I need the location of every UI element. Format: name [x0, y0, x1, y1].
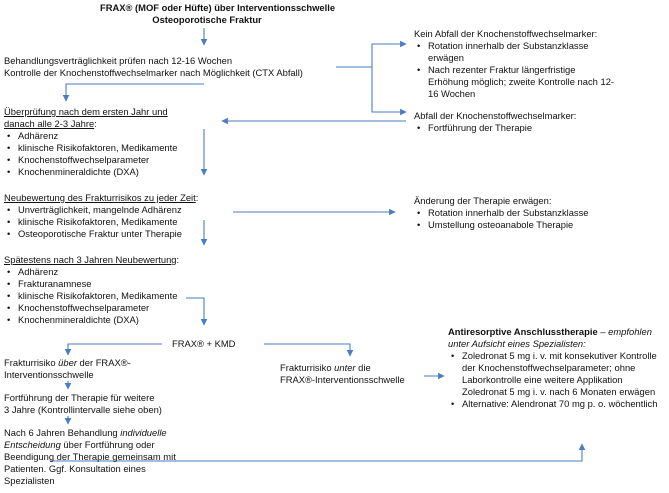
no-drop-title: Kein Abfall der Knochenstoffwechselmarke…	[414, 28, 598, 39]
below-emphasis: unter	[334, 362, 356, 373]
arrow-six-years-to-antiresorptive	[50, 443, 586, 462]
six-years-line4: Patienten. Ggf. Konsultation eines	[4, 463, 146, 474]
change-title: Änderung der Therapie erwägen:	[414, 195, 552, 206]
reassess-item: Unverträglichkeit, mangelnde Adhärenz	[4, 204, 198, 216]
review-title-line1: Überprüfung nach dem ersten Jahr und	[4, 106, 168, 117]
antiresorptive-item: Zoledronat 5 mg i. v. mit konsekutiver K…	[448, 350, 657, 398]
above-line2: Interventionsschwelle	[4, 369, 94, 380]
treatment-check-node: Behandlungsverträglichkeit prüfen nach 1…	[4, 55, 303, 79]
arrow-treatment-to-nodrop	[336, 40, 407, 68]
continue-line2: 3 Jahre (Kontrollintervalle siehe oben)	[4, 404, 162, 415]
change-item: Rotation innerhalb der Substanzklasse	[414, 207, 589, 219]
reassess-title-colon: :	[195, 192, 199, 203]
six-years-text: Nach 6 Jahren Behandlung	[4, 427, 121, 438]
frax-kmd-node: FRAX® + KMD	[172, 338, 235, 350]
antiresorptive-emphasis: unter Aufsicht eines Spezialisten:	[448, 338, 586, 349]
above-emphasis: über	[58, 357, 77, 368]
below-threshold-node: Frakturrisiko unter die FRAX®-Interventi…	[280, 362, 405, 386]
six-years-text: über Fortführung oder	[60, 439, 155, 450]
start-line2: Osteoporotische Fraktur	[152, 14, 262, 25]
arrow-three-years-to-frax	[186, 297, 208, 326]
antiresorptive-item-line: Alternative: Alendronat 70 mg p. o. wöch…	[462, 398, 658, 409]
three-years-item: Knochenstoffwechselparameter	[4, 302, 179, 314]
antiresorptive-item-line: Laborkontrolle eine weitere Applikation	[462, 374, 623, 385]
review-item: Knochenmineraldichte (DXA)	[4, 166, 177, 178]
below-text: Frakturrisiko	[280, 362, 335, 373]
treatment-line2: Kontrolle der Knochenstoffwechselmarker …	[4, 67, 303, 78]
change-therapy-node: Änderung der Therapie erwägen: Rotation …	[414, 195, 589, 231]
three-years-item: klinische Risikofaktoren, Medikamente	[4, 290, 179, 302]
three-years-item: Frakturanamnese	[4, 278, 179, 290]
no-drop-item-line: 16 Wochen	[428, 88, 476, 99]
antiresorptive-node: Antiresorptive Anschlusstherapie – empfo…	[448, 326, 657, 410]
antiresorptive-item-line: Zoledronat 5 mg i. v. mit konsekutiver K…	[462, 350, 657, 361]
antiresorptive-emphasis: empfohlen	[608, 326, 652, 337]
reassess-item: klinische Risikofaktoren, Medikamente	[4, 216, 198, 228]
arrow-frax-to-above	[64, 343, 162, 356]
antiresorptive-item: Alternative: Alendronat 70 mg p. o. wöch…	[448, 398, 657, 410]
no-drop-item-line: Erhöhung möglich; zweite Kontrolle nach …	[428, 76, 615, 87]
continue-therapy-node: Fortführung der Therapie für weitere 3 J…	[4, 392, 162, 416]
arrow-frax-to-below	[264, 343, 354, 357]
reassess-item: Osteoporotische Fraktur unter Therapie	[4, 228, 198, 240]
arrow-treatment-to-review	[62, 83, 204, 102]
review-item: klinische Risikofaktoren, Medikamente	[4, 142, 177, 154]
six-years-emphasis: individuelle	[120, 427, 167, 438]
review-item: Knochenstoffwechselparameter	[4, 154, 177, 166]
antiresorptive-dash: –	[597, 326, 609, 337]
start-line1: FRAX® (MOF oder Hüfte) über Intervention…	[100, 2, 336, 13]
drop-title: Abfall der Knochenstoffwechselmarker:	[414, 110, 577, 121]
antiresorptive-item-line: der Knochenstoffwechselparameter; ohne	[462, 362, 636, 373]
no-drop-item: Nach rezenter Fraktur längerfristige Erh…	[414, 64, 614, 100]
no-drop-node: Kein Abfall der Knochenstoffwechselmarke…	[414, 28, 614, 100]
three-years-item: Knochenmineraldichte (DXA)	[4, 314, 179, 326]
no-drop-item: Rotation innerhalb der Substanzklasse er…	[414, 40, 614, 64]
review-node: Überprüfung nach dem ersten Jahr und dan…	[4, 106, 177, 178]
three-years-title: Spätestens nach 3 Jahren Neubewertung	[4, 254, 177, 265]
below-line2: FRAX®-Interventionsschwelle	[280, 374, 405, 385]
three-years-node: Spätestens nach 3 Jahren Neubewertung: A…	[4, 254, 179, 326]
antiresorptive-item-line: Zoledronat 5 mg i. v. nach 6 Monaten erw…	[462, 386, 656, 397]
arrow-treatment-to-drop	[336, 66, 407, 116]
above-threshold-node: Frakturrisiko über der FRAX®- Interventi…	[4, 357, 131, 381]
no-drop-item-line: Nach rezenter Fraktur längerfristige	[428, 64, 576, 75]
change-item: Umstellung osteoanabole Therapie	[414, 219, 589, 231]
continue-line1: Fortführung der Therapie für weitere	[4, 392, 155, 403]
review-title-line2: danach alle 2-3 Jahre	[4, 118, 95, 129]
reassess-node: Neubewertung des Frakturrisikos zu jeder…	[4, 192, 198, 240]
six-years-node: Nach 6 Jahren Behandlung individuelle En…	[4, 427, 176, 487]
three-years-item: Adhärenz	[4, 266, 179, 278]
six-years-line3: Beendigung der Therapie gemeinsam mit	[4, 451, 176, 462]
review-item: Adhärenz	[4, 130, 177, 142]
above-text: der FRAX®-	[76, 357, 131, 368]
three-years-title-colon: :	[176, 254, 180, 265]
no-drop-item-line: erwägen	[428, 52, 464, 63]
six-years-line5: Spezialisten	[4, 475, 55, 486]
start-node: FRAX® (MOF oder Hüfte) über Intervention…	[100, 2, 336, 26]
frax-kmd-label: FRAX® + KMD	[172, 338, 236, 349]
drop-item: Fortführung der Therapie	[414, 122, 576, 134]
no-drop-item-line: Rotation innerhalb der Substanzklasse	[428, 40, 589, 51]
below-text: die	[355, 362, 371, 373]
treatment-line1: Behandlungsverträglichkeit prüfen nach 1…	[4, 55, 233, 66]
above-text: Frakturrisiko	[4, 357, 59, 368]
review-title-colon: :	[94, 118, 97, 129]
six-years-emphasis: Entscheidung	[4, 439, 61, 450]
reassess-title: Neubewertung des Frakturrisikos zu jeder…	[4, 192, 196, 203]
antiresorptive-title: Antiresorptive Anschlusstherapie	[448, 326, 598, 337]
drop-node: Abfall der Knochenstoffwechselmarker: Fo…	[414, 110, 576, 134]
